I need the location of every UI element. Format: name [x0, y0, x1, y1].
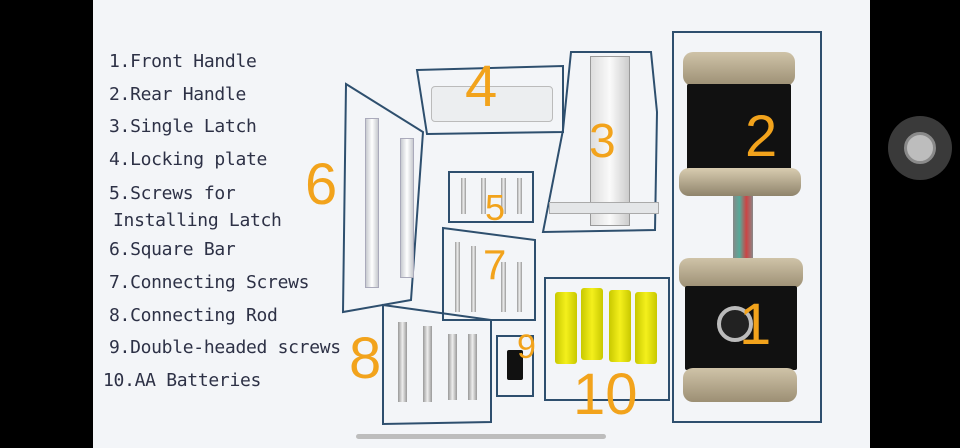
aa-battery: [609, 290, 631, 362]
aa-battery: [581, 288, 603, 360]
rear-handle-body: [687, 84, 791, 170]
callout-8: 8: [349, 326, 382, 391]
locking-plate: [431, 86, 553, 122]
connecting-screw: [471, 246, 476, 312]
legend-item: 8.Connecting Rod: [109, 304, 278, 326]
legend-item: 7.Connecting Screws: [109, 271, 310, 293]
outline-batteries: [544, 277, 670, 401]
legend-item: 4.Locking plate: [109, 148, 268, 170]
connecting-rod: [448, 334, 457, 400]
legend-item: Installing Latch: [113, 210, 282, 232]
callout-1: 1: [739, 292, 772, 357]
callout-10: 10: [573, 362, 638, 427]
connecting-screw: [501, 262, 506, 312]
callout-6: 6: [305, 152, 338, 217]
assistive-touch-button[interactable]: [888, 116, 952, 180]
callout-4: 4: [465, 54, 498, 119]
part-outlines: [341, 31, 822, 426]
aa-battery: [635, 292, 657, 364]
outline-latch: [541, 51, 659, 234]
latch: [590, 56, 630, 226]
connecting-rod: [398, 322, 407, 402]
screw: [501, 178, 506, 214]
outline-double-screws: [496, 335, 534, 397]
connecting-rod: [423, 326, 432, 402]
assistive-touch-icon: [904, 132, 936, 164]
outline-connecting-screws: [442, 226, 536, 321]
double-headed-screws: [507, 350, 523, 380]
callout-9: 9: [517, 328, 536, 366]
product-parts-image: 1.Front Handle 2.Rear Handle 3.Single La…: [93, 0, 870, 448]
outline-square-bar: [341, 82, 425, 314]
connecting-screw: [517, 262, 522, 312]
connecting-screw: [455, 242, 460, 312]
rear-handle-base: [679, 168, 801, 196]
latch-faceplate: [549, 202, 659, 214]
legend-item: 2.Rear Handle: [109, 83, 246, 105]
front-handle-knurl: [683, 368, 797, 402]
callout-2: 2: [745, 104, 778, 169]
legend-item: 9.Double-headed screws: [109, 337, 341, 359]
square-bar: [400, 138, 414, 278]
legend-item: 6.Square Bar: [109, 239, 236, 261]
legend-item: 1.Front Handle: [109, 51, 257, 72]
outline-latch-screws: [448, 171, 534, 223]
callout-5: 5: [485, 187, 506, 228]
handle-wires: [733, 196, 753, 260]
parts-legend: 1.Front Handle 2.Rear Handle 3.Single La…: [103, 46, 341, 397]
rear-handle-knurl: [683, 52, 795, 86]
aa-battery: [555, 292, 577, 364]
legend-item: 3.Single Latch: [109, 116, 257, 138]
front-handle-top: [679, 258, 803, 288]
callout-3: 3: [589, 115, 616, 168]
screw: [517, 178, 522, 214]
screw: [481, 178, 486, 214]
outline-connecting-rod: [382, 303, 492, 426]
fingerprint-sensor: [717, 306, 753, 342]
legend-item: 10.AA Batteries: [103, 369, 262, 391]
legend-item: 5.Screws for: [109, 183, 236, 205]
callout-7: 7: [483, 241, 507, 288]
square-bar: [365, 118, 379, 288]
home-indicator[interactable]: [356, 434, 606, 439]
screw: [461, 178, 466, 214]
connecting-rod: [468, 334, 477, 400]
outline-handles: [672, 31, 822, 423]
